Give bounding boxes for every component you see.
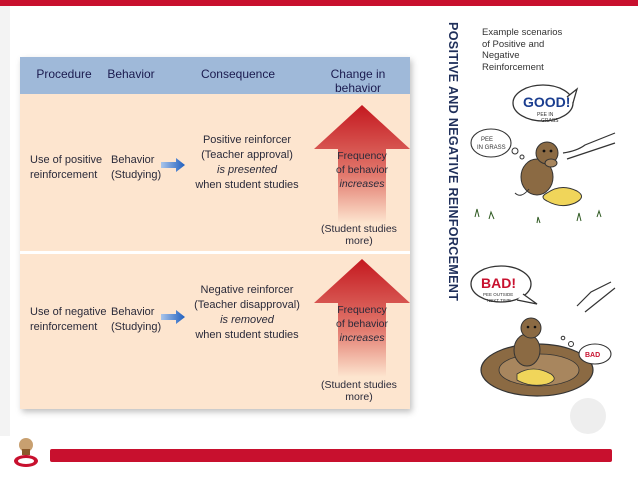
arrow-right-icon <box>161 158 185 172</box>
thought-text: BAD <box>585 352 600 359</box>
bubble-subtext: PEE IN <box>537 112 554 118</box>
row-divider <box>20 251 410 254</box>
behavior-line: Behavior <box>111 306 155 318</box>
caption-line: Negative <box>482 50 520 61</box>
consequence-line: (Teacher approval) <box>201 149 293 161</box>
change-cell: Frequency of behavior increases <box>327 303 397 345</box>
bubble-subtext: NEXT TIME <box>487 298 511 303</box>
header-change: Change in behavior <box>330 67 386 95</box>
procedure-cell: Use of negative reinforcement <box>30 305 106 335</box>
change-line: of behavior <box>336 164 388 176</box>
vertical-title: POSITIVE AND NEGATIVE REINFORCEMENT <box>438 22 466 372</box>
change-line: Frequency <box>337 304 387 316</box>
behavior-line: Behavior <box>111 154 155 166</box>
caption-line: Reinforcement <box>482 61 544 73</box>
change-line: increases <box>339 178 385 190</box>
reinforcement-table: Procedure Behavior Consequence Change in… <box>20 57 410 409</box>
thought-text: IN GRASS <box>477 145 506 151</box>
consequence-line: (Teacher disapproval) <box>194 299 300 311</box>
note-cell: (Student studies more) <box>321 223 397 247</box>
consequence-line: Negative reinforcer <box>200 284 294 296</box>
bubble-text: BAD! <box>481 275 516 291</box>
consequence-line: is removed <box>220 314 274 326</box>
thought-text: PEE <box>481 137 493 143</box>
consequence-line: Positive reinforcer <box>202 134 292 146</box>
header-consequence: Consequence <box>200 67 276 81</box>
caption-line: of Positive and <box>482 38 545 50</box>
behavior-line: (Studying) <box>111 321 162 333</box>
change-line: of behavior <box>336 318 388 330</box>
up-arrow-icon <box>314 259 410 377</box>
procedure-line: reinforcement <box>30 321 98 333</box>
behavior-line: (Studying) <box>111 169 162 181</box>
procedure-line: Use of positive <box>30 154 103 166</box>
bubble-text: GOOD! <box>523 94 570 110</box>
logo-icon <box>14 438 38 467</box>
decorative-circle <box>570 398 606 434</box>
caption: Example scenarios of Positive and Negati… <box>482 27 592 73</box>
top-accent-bar <box>0 0 638 6</box>
table-header: Procedure Behavior Consequence Change in… <box>20 57 410 95</box>
up-arrow-icon <box>314 105 410 223</box>
procedure-cell: Use of positive reinforcement <box>30 153 102 183</box>
header-procedure: Procedure <box>36 67 92 81</box>
behavior-cell: Behavior (Studying) <box>111 153 161 183</box>
procedure-line: reinforcement <box>30 169 98 181</box>
consequence-cell: Negative reinforcer (Teacher disapproval… <box>188 283 306 343</box>
left-stripe <box>0 6 10 436</box>
change-line: increases <box>339 332 385 344</box>
change-cell: Frequency of behavior increases <box>327 149 397 191</box>
behavior-cell: Behavior (Studying) <box>111 305 161 335</box>
header-behavior: Behavior <box>107 67 155 81</box>
bottom-accent-bar <box>50 449 612 462</box>
caption-line: Example scenarios <box>482 27 563 38</box>
bubble-subtext: PEE OUTSIDE <box>483 292 513 297</box>
good-dog-cartoon: GOOD! PEE IN GRASS PEE IN GRASS <box>467 77 617 233</box>
bubble-subtext: GRASS <box>541 118 559 124</box>
table-row: Use of positive reinforcement Behavior (… <box>20 101 410 251</box>
consequence-line: is presented <box>217 164 277 176</box>
note-cell: (Student studies more) <box>321 379 397 403</box>
table-row: Use of negative reinforcement Behavior (… <box>20 255 410 405</box>
procedure-line: Use of negative <box>30 306 107 318</box>
consequence-cell: Positive reinforcer (Teacher approval) i… <box>188 133 306 193</box>
consequence-line: when student studies <box>195 179 299 191</box>
bad-dog-cartoon: BAD! PEE OUTSIDE NEXT TIME BAD <box>467 262 617 402</box>
vertical-title-text: POSITIVE AND NEGATIVE REINFORCEMENT <box>446 22 460 302</box>
change-line: Frequency <box>337 150 387 162</box>
consequence-line: when student studies <box>195 329 299 341</box>
arrow-right-icon <box>161 310 185 324</box>
